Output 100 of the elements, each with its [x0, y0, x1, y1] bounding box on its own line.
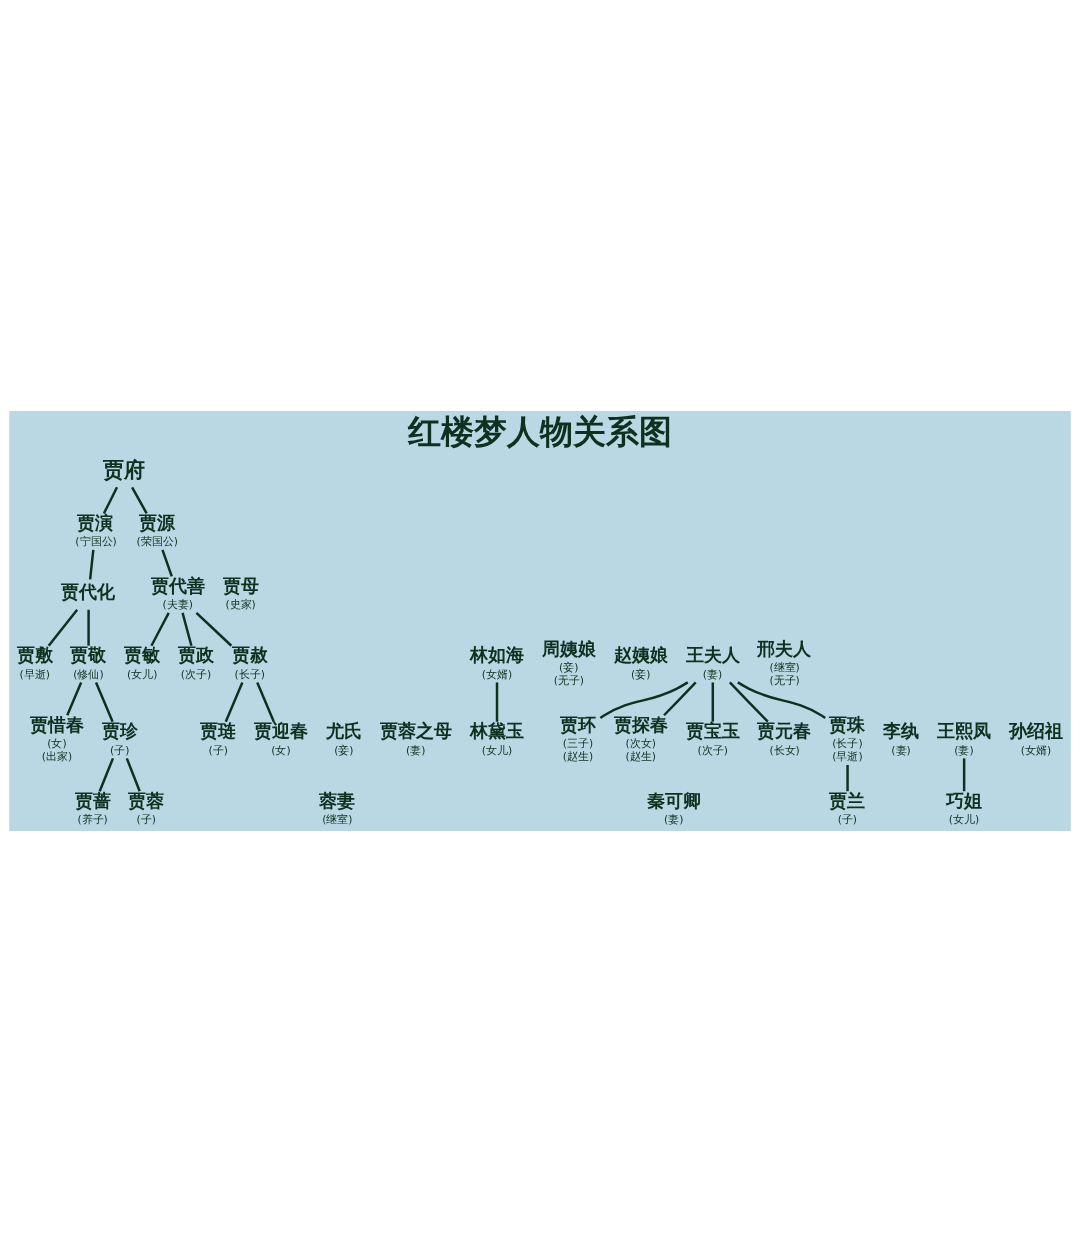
node-label: (女儿) [127, 667, 158, 681]
node-text: 贾敬 [70, 644, 107, 666]
node-text: 孙绍祖 [1008, 720, 1063, 742]
node-text: 贾政 [177, 644, 214, 666]
node-label: (养子) [77, 813, 108, 827]
connector [495, 682, 499, 722]
connector [711, 682, 715, 722]
node-text: 贾源 [138, 511, 175, 533]
node-text: 贾代善 [150, 574, 205, 596]
node-text: 林黛玉 [469, 720, 524, 742]
node-label: (女儿) [481, 743, 513, 757]
connector [102, 486, 119, 514]
connector [131, 486, 148, 515]
node-label: (三子) [562, 737, 594, 750]
node-label: (赵生) [625, 750, 656, 764]
node-text: 周姨娘 [541, 637, 596, 659]
node-text: 林如海 [469, 644, 524, 666]
node-text: 贾宝玉 [685, 720, 740, 742]
connector [728, 681, 769, 723]
node-label: (无子) [553, 674, 585, 688]
diagram-title: 红楼梦人物关系图 [408, 412, 673, 452]
connector [94, 681, 114, 723]
node-label: (长女) [769, 743, 800, 757]
node-text: 秦可卿 [646, 789, 701, 811]
node-label: (修仙) [73, 667, 104, 681]
node-text: 贾迎春 [253, 720, 308, 742]
node-label: (继室) [769, 660, 800, 674]
node-text: 邢夫人 [757, 637, 812, 659]
connector [846, 764, 849, 792]
node-text: 王夫人 [685, 644, 740, 666]
node-text: 贾琏 [200, 720, 237, 742]
node-text: 贾探春 [613, 713, 668, 735]
node-label: (早逝) [19, 667, 50, 681]
node-label: (女婿) [1020, 743, 1052, 757]
node-text: 赵姨娘 [613, 644, 668, 666]
node-label: (夫妻) [162, 598, 193, 612]
connector [150, 612, 170, 647]
node-text: 巧姐 [945, 789, 982, 811]
node-label: (荣国公) [136, 535, 178, 549]
node-label: (宁国公) [75, 535, 117, 549]
connector [88, 549, 95, 580]
node-label: (子) [837, 813, 858, 827]
node-text: 蓉妻 [319, 789, 356, 811]
node-text: 贾蓉之母 [379, 720, 452, 742]
node-label: (次子) [697, 743, 728, 757]
node-label: (妻) [702, 667, 723, 681]
connector [737, 681, 826, 719]
node-label: (妻) [954, 743, 974, 757]
connector [599, 681, 689, 719]
connector [66, 681, 83, 716]
node-text: 贾元春 [757, 720, 812, 742]
node-label: (妻) [406, 743, 426, 757]
node-label: (次子) [180, 667, 212, 681]
node-label: (妻) [891, 743, 911, 757]
node-text: 贾敏 [124, 644, 161, 666]
connector [256, 681, 275, 723]
connector [224, 681, 244, 723]
connector [125, 757, 141, 792]
connector [181, 612, 193, 647]
connector [98, 757, 115, 792]
node-label: (女婿) [481, 667, 513, 681]
node-label: (子) [208, 743, 228, 757]
node-text: 王熙凤 [936, 720, 991, 742]
node-label: (女儿) [948, 813, 980, 827]
node-label: (赵生) [562, 750, 594, 764]
node-text: 李纨 [883, 720, 920, 742]
node-text: 贾代化 [61, 581, 116, 603]
node-label: (长子) [832, 737, 863, 750]
node-label: (妾) [630, 667, 651, 681]
node-label: (女) [271, 743, 291, 757]
connector [87, 609, 90, 646]
node-label: (子) [136, 813, 156, 827]
node-label: (继室) [322, 813, 353, 827]
node-text: 贾珠 [829, 713, 866, 735]
node-label: (早逝) [832, 750, 863, 764]
node-label: (长子) [234, 667, 265, 681]
node-label: (无子) [769, 674, 800, 688]
connector [663, 681, 697, 717]
node-label: (妻) [664, 813, 684, 827]
node-label: (妾) [559, 660, 579, 674]
node-text: 贾赦 [231, 644, 268, 666]
node-text: 贾珍 [101, 720, 138, 742]
node-text: 贾惜春 [29, 713, 84, 735]
node-text: 尤氏 [325, 720, 362, 742]
node-label: (女) [47, 737, 67, 750]
node-text: 贾蓉 [128, 789, 165, 811]
node-text: 贾敷 [16, 644, 53, 666]
connector [161, 549, 173, 577]
node-label: (出家) [41, 750, 73, 764]
connector [47, 608, 79, 647]
node-label: (子) [110, 743, 130, 757]
node-label: (妾) [334, 743, 354, 757]
node-text: 贾母 [222, 574, 259, 596]
node-label: (史家) [225, 598, 256, 612]
node-text: 贾演 [77, 511, 114, 533]
node-text: 贾环 [559, 713, 596, 735]
node-text: 贾兰 [829, 789, 866, 811]
connector [195, 611, 233, 647]
node-label: (次女) [625, 737, 656, 750]
node-text: 贾府 [102, 456, 145, 482]
